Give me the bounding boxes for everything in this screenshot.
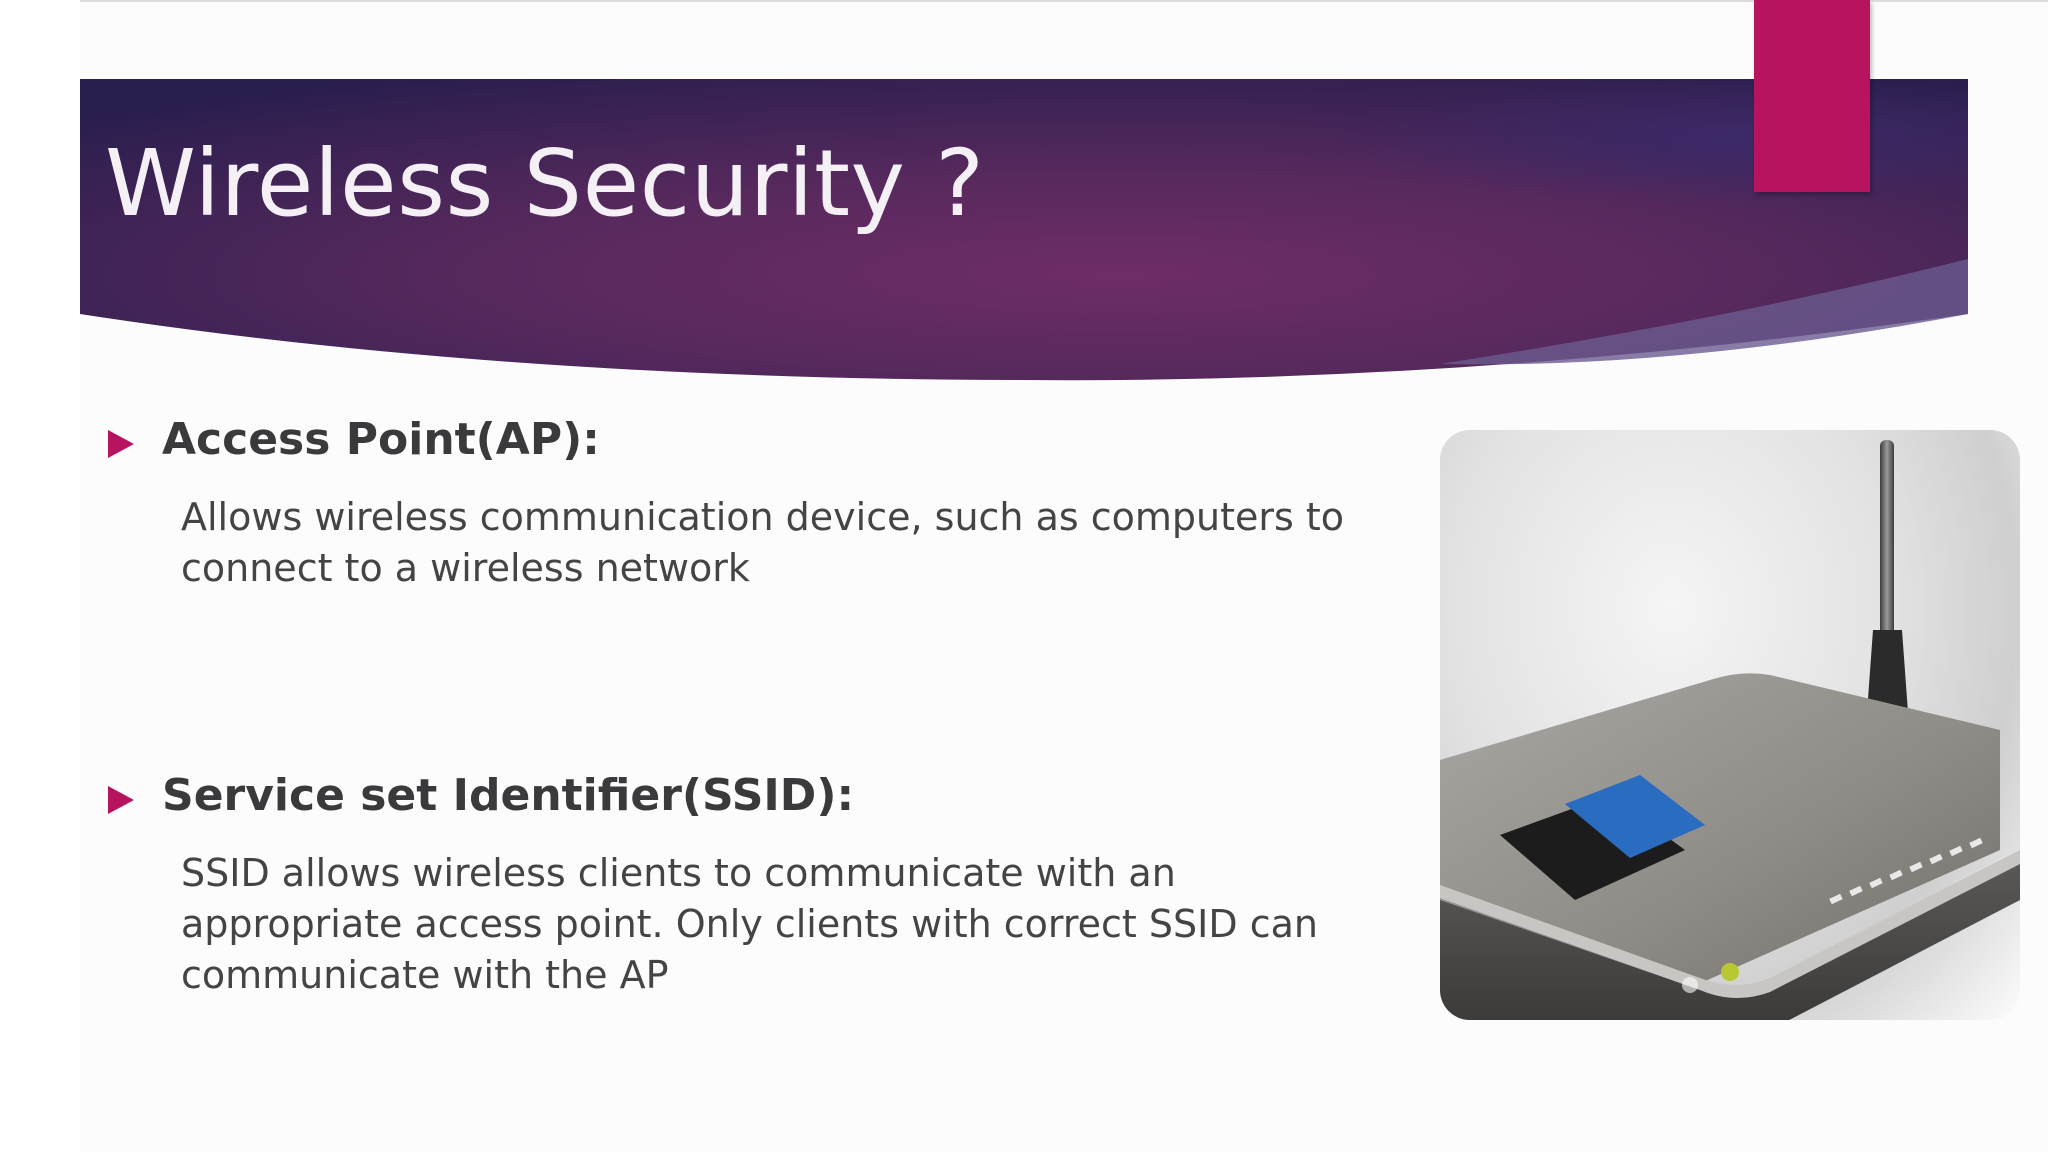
router-photo: [1440, 430, 2020, 1020]
body-line: appropriate access point. Only clients w…: [181, 902, 1318, 946]
body-line: SSID allows wireless clients to communic…: [181, 851, 1176, 895]
section-heading-ssid: Service set Identifier(SSID):: [162, 770, 855, 821]
body-line: Allows wireless communication device, su…: [181, 495, 1345, 539]
wps-button-icon: [1721, 963, 1739, 981]
power-button-icon: [1682, 977, 1698, 993]
section-body-ssid: SSID allows wireless clients to communic…: [181, 848, 1318, 1001]
slide-title: Wireless Security ?: [105, 130, 985, 237]
section-body-access-point: Allows wireless communication device, su…: [181, 492, 1344, 594]
section-heading-access-point: Access Point(AP):: [162, 414, 600, 465]
router-illustration: [1440, 440, 2020, 1020]
antenna: [1880, 440, 1894, 640]
body-line: connect to a wireless network: [181, 546, 750, 590]
slide-margin: [0, 0, 80, 1152]
title-banner: [80, 79, 1968, 381]
bullet-arrow-icon: [108, 786, 134, 814]
brand-badge: [1565, 775, 1705, 858]
accent-tab: [1754, 0, 1870, 192]
body-line: communicate with the AP: [181, 953, 669, 997]
bullet-arrow-icon: [108, 430, 134, 458]
status-leds: [1829, 837, 1983, 905]
top-divider: [0, 0, 2048, 2]
